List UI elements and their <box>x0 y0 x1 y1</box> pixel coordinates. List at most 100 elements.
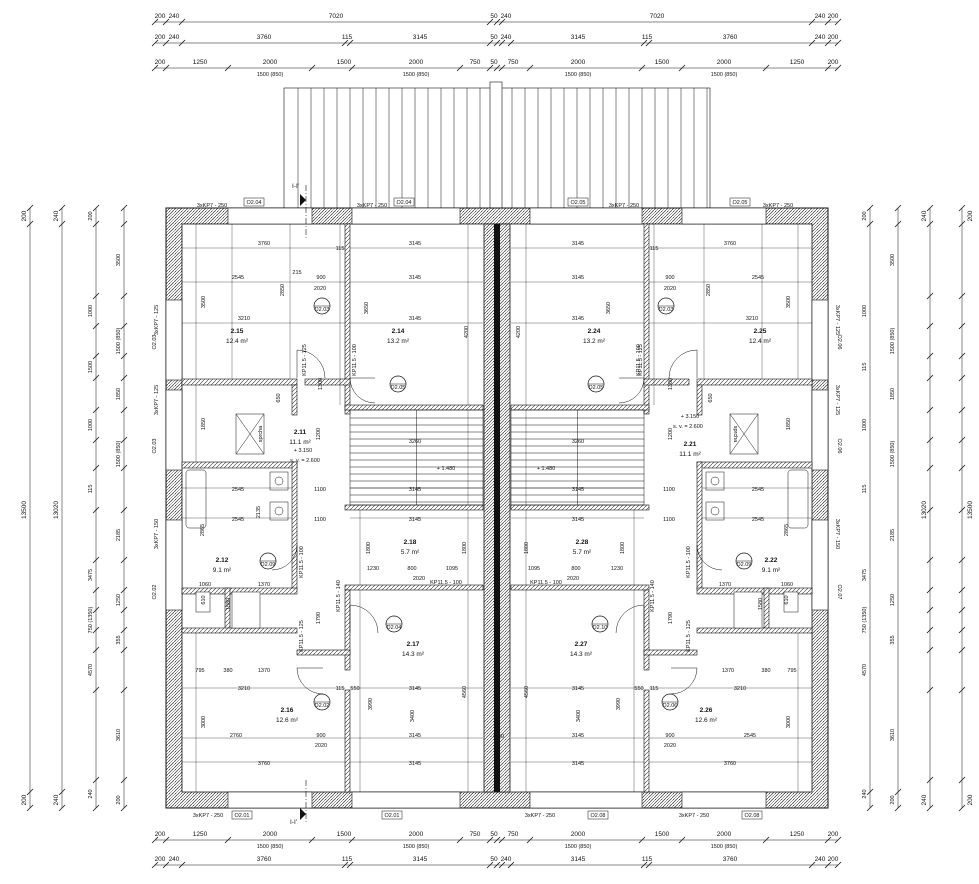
window-tag-label: O2.01 <box>385 813 400 819</box>
top-dim-r1-label: 240 <box>169 13 180 20</box>
top-dim-r3-label: 750 <box>508 59 519 66</box>
inner-dim-label: 3145 <box>572 275 584 281</box>
bottom-dim-r1-label: 750 <box>470 831 481 838</box>
left-dim-mid: 240 <box>53 210 60 221</box>
inner-dim-label: 1200 <box>668 428 674 440</box>
inner-dim-label: 3760 <box>724 761 736 767</box>
door-tag-label: D2.04 <box>387 625 402 631</box>
lintel-label: KP11.5 - 125 <box>299 620 305 652</box>
inner-dim-label: 3145 <box>409 761 421 767</box>
inner-dim-label: 3000 <box>201 716 207 728</box>
room-number: 2.16 <box>281 707 294 714</box>
inner-dim-label: 1800 <box>524 542 530 554</box>
window-tag-box <box>741 810 763 820</box>
lintel-label: KP11.5 - 125 <box>686 620 692 652</box>
left-dim-mid: 13020 <box>53 501 60 519</box>
inner-dim-label: 3650 <box>364 302 370 314</box>
top-dim-r2-label: 240 <box>815 34 826 41</box>
inner-dim-label: 800 <box>571 566 580 572</box>
inner-dim-label: 610 <box>201 595 207 604</box>
bottom-dim-r1-label: 2000 <box>263 831 278 838</box>
room-area: 14.3 m² <box>402 651 425 658</box>
inner-dim-label: 3000 <box>786 716 792 728</box>
room-number: 2.17 <box>407 641 420 648</box>
inner-dim-label: 3145 <box>572 517 584 523</box>
inner-dim-label: 900 <box>665 275 674 281</box>
inner-dim-label: 3145 <box>572 316 584 322</box>
terrace-railing <box>283 81 711 209</box>
inner-dim-label: 3260 <box>409 439 421 445</box>
inner-dim-label: 115 <box>650 686 659 692</box>
top-dim-r3-sub: 1500 (850) <box>711 72 738 78</box>
top-dim-r2-label: 115 <box>342 34 353 41</box>
room-level: + 3.150 <box>294 448 313 454</box>
inner-dim-label: 1300 <box>668 378 674 390</box>
lintel-label: KP11.5 - 100 <box>686 546 692 578</box>
right-dim-inner: 200 <box>862 211 868 220</box>
inner-dim-label: 380 <box>223 668 232 674</box>
bottom-dim-r1-label: 200 <box>828 831 839 838</box>
left-dim-inner: 750 (1350) <box>88 607 94 634</box>
inner-dim-label: 1800 <box>620 542 626 554</box>
inner-dim-label: 2135 <box>256 506 262 518</box>
top-dim-r3-label: 50 <box>490 59 498 66</box>
inner-dim-label: 1800 <box>366 542 372 554</box>
inner-dim-label: 2865 <box>784 524 790 536</box>
window-tag-label: O2.06 <box>836 335 842 350</box>
bottom-dim-r2-label: 3145 <box>571 856 586 863</box>
top-dim-r3-label: 2000 <box>717 59 732 66</box>
inner-dim-label: 1060 <box>199 582 211 588</box>
window-tag-box <box>567 197 589 207</box>
left-dim-inner: 115 <box>88 485 94 494</box>
lintel-label: KP11.5 - 100 <box>299 546 305 578</box>
inner-dim-label: 3145 <box>572 733 584 739</box>
right-dim-outer: 200 <box>967 210 974 221</box>
top-dim-r1-label: 200 <box>155 13 166 20</box>
top-dim-r3-label: 750 <box>470 59 481 66</box>
bottom-dim-r2-label: 240 <box>815 856 826 863</box>
inner-dim-label: 550 <box>350 686 359 692</box>
shower-label: sprcha <box>732 426 738 443</box>
inner-dim-label: 1060 <box>781 582 793 588</box>
bottom-dim-r2-label: 50 <box>490 856 498 863</box>
room-area: 11.1 m² <box>289 439 311 446</box>
bottom-dim-r1-sub: 1500 (850) <box>257 844 284 850</box>
inner-dim-label: 1200 <box>316 428 322 440</box>
inner-dim-label: 2545 <box>752 487 764 493</box>
door-tag-label: D2.03 <box>659 307 674 313</box>
left-dim-inner: 1500 <box>88 361 94 373</box>
right-dim-outer: 13500 <box>967 501 974 519</box>
left-dim-inner: 200 <box>88 211 94 220</box>
inner-dim-label: 1100 <box>314 517 326 523</box>
inner-dim-label: 3145 <box>409 316 421 322</box>
inner-dim-label: 2020 <box>567 576 579 582</box>
left-dim-inner: 2185 <box>116 529 122 541</box>
inner-dim-label: 3145 <box>409 487 421 493</box>
bottom-dim-r2-label: 200 <box>155 856 166 863</box>
bottom-dim-r1-label: 50 <box>490 831 498 838</box>
top-dim-r3-label: 2000 <box>263 59 278 66</box>
room-area: 5.7 m² <box>573 549 592 556</box>
left-dim-inner: 1250 <box>116 594 122 606</box>
top-dim-r1-label: 240 <box>815 13 826 20</box>
window-lintel-label: 3xKP7 - 250 <box>193 813 223 819</box>
inner-dim-label: 900 <box>665 733 674 739</box>
inner-dim-label: 1850 <box>786 418 792 430</box>
side-dimension-lines <box>29 208 963 808</box>
top-dim-r1-label: 200 <box>828 13 839 20</box>
center-level: - 0.50 <box>490 734 504 740</box>
top-dim-r2-label: 115 <box>642 34 653 41</box>
bottom-dim-r1-label: 1250 <box>790 831 805 838</box>
inner-dim-label: 3145 <box>572 241 584 247</box>
door-tag-label: D2.02 <box>315 703 330 709</box>
top-dim-r2-label: 3145 <box>571 34 586 41</box>
lintel-label: KP11.5 - 140 <box>650 580 656 612</box>
inner-dim-label: 4560 <box>462 686 468 698</box>
right-dim-mid: 240 <box>921 794 928 805</box>
inner-dim-label: 1300 <box>318 378 324 390</box>
top-dim-r3-label: 200 <box>828 59 839 66</box>
right-dim-inner: 200 <box>890 795 896 804</box>
lintel-label: KP11.5 - 100 <box>352 344 358 376</box>
